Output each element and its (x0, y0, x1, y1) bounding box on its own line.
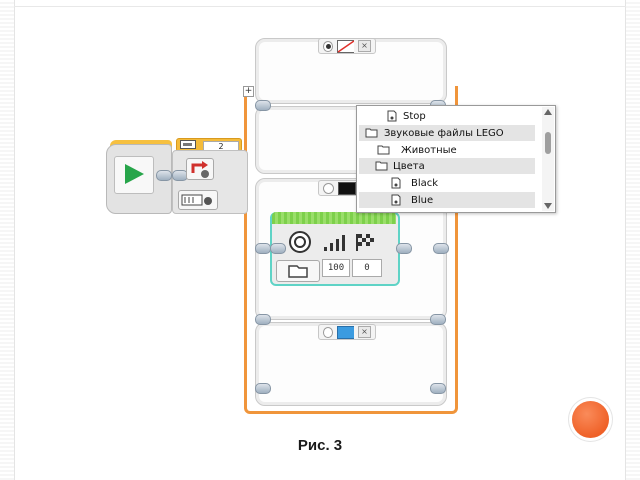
file-icon (391, 177, 401, 189)
case-4-delete-button[interactable]: × (357, 326, 371, 338)
sequence-plug[interactable] (430, 383, 446, 394)
folder-open-icon (375, 161, 388, 171)
case-4-tab[interactable]: × (318, 324, 376, 340)
dropdown-scroll-thumb[interactable] (545, 132, 551, 154)
dropdown-item-stop[interactable]: Stop (359, 108, 535, 124)
case-1-delete-button[interactable]: × (357, 40, 371, 52)
scroll-down-icon[interactable] (544, 203, 552, 209)
volume-bars-icon (324, 235, 345, 251)
dropdown-item-lego-sounds[interactable]: Звуковые файлы LEGO (359, 125, 535, 141)
folder-icon (288, 265, 308, 278)
dropdown-item-colors[interactable]: Цвета (359, 158, 535, 174)
sequence-plug[interactable] (255, 243, 271, 254)
figure-caption: Рис. 3 (297, 437, 343, 454)
case-3-tab[interactable] (318, 180, 366, 196)
dropdown-item-blue[interactable]: Blue (359, 192, 535, 208)
sequence-plug[interactable] (255, 314, 271, 325)
slide-border-left (0, 0, 15, 480)
checkered-flag-icon (356, 234, 374, 251)
file-select-button[interactable] (276, 260, 320, 282)
sequence-plug[interactable] (255, 383, 271, 394)
sound-input-plug[interactable] (270, 243, 286, 254)
play-icon[interactable] (122, 162, 146, 186)
file-icon (391, 194, 401, 206)
dropdown-item-label: Black (411, 177, 439, 189)
mode-selector[interactable] (178, 190, 218, 210)
no-color-icon (337, 39, 354, 53)
loop-arrows-icon (191, 161, 209, 178)
start-output-plug[interactable] (156, 170, 172, 181)
dropdown-item-animals[interactable]: Животные (359, 142, 535, 158)
sound-file-dropdown[interactable]: Stop Звуковые файлы LEGO Животные Цвета … (356, 105, 556, 213)
case-1-tab[interactable]: × (318, 38, 376, 54)
dropdown-scrollbar[interactable] (542, 107, 554, 211)
switch-icon-button[interactable] (186, 158, 214, 180)
switch-block-frame (244, 86, 458, 414)
sequence-plug[interactable] (433, 243, 449, 254)
add-case-button[interactable]: + (243, 86, 254, 97)
dropdown-item-label: Цвета (393, 160, 425, 172)
file-icon (387, 110, 397, 122)
volume-field[interactable]: 100 (322, 259, 350, 277)
sequence-plug[interactable] (430, 314, 446, 325)
case-3-radio[interactable] (323, 182, 334, 194)
dropdown-item-label: Blue (411, 194, 434, 206)
folder-open-icon (365, 128, 378, 138)
speaker-icon (289, 231, 311, 253)
sound-output-plug[interactable] (396, 243, 412, 254)
folder-icon (377, 145, 390, 155)
sequence-plug[interactable] (255, 100, 271, 111)
dropdown-item-black[interactable]: Black (359, 175, 535, 191)
dropdown-item-label: Stop (403, 110, 426, 122)
slide-border-right (625, 0, 640, 480)
case-1-radio[interactable] (323, 40, 334, 52)
blue-color-icon (337, 325, 354, 339)
dropdown-item-label: Звуковые файлы LEGO (384, 127, 504, 139)
sound-block-header (272, 212, 396, 224)
black-color-icon (338, 181, 356, 195)
play-type-field[interactable]: 0 (352, 259, 382, 277)
scroll-up-icon[interactable] (544, 109, 552, 115)
color-sensor-mode-icon (181, 194, 212, 206)
dropdown-item-label: Животные (401, 144, 457, 156)
slide-decoration-circle (572, 401, 609, 438)
case-4-radio[interactable] (323, 326, 334, 338)
slide-top-line (14, 0, 626, 7)
switch-header-icon (180, 140, 196, 149)
